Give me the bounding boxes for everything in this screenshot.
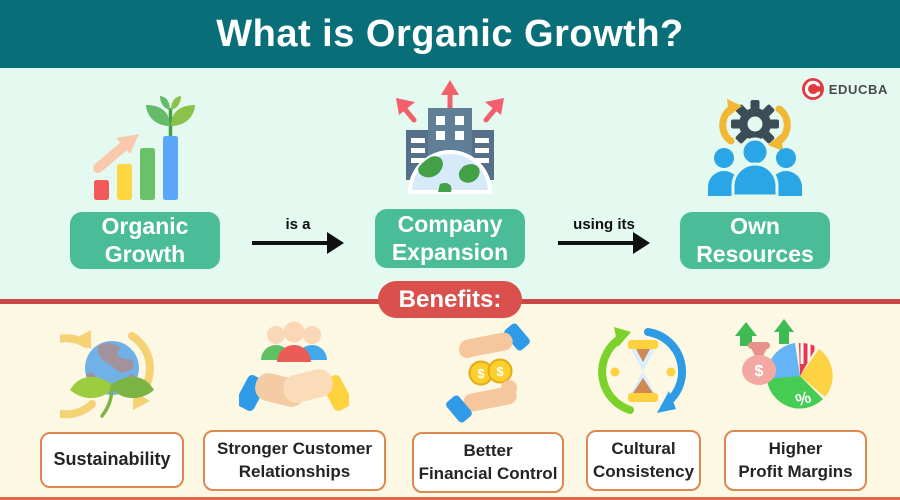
hands-coins-icon: $ $ <box>433 320 543 426</box>
handshake-people-icon <box>239 320 349 426</box>
connector-label-is-a: is a <box>285 216 311 233</box>
benefit-label-sustainability: Sustainability <box>40 432 184 488</box>
header-banner: What is Organic Growth? <box>0 0 900 68</box>
building-globe-expansion-icon <box>380 74 520 206</box>
team-gear-icon <box>692 94 818 206</box>
brand-logo: EDUCBA <box>801 78 888 100</box>
benefit-label-financial-control: Better Financial Control <box>412 432 564 493</box>
hourglass-cycle-icon <box>592 320 694 424</box>
bottom-accent-strip <box>0 497 900 500</box>
money-bag-pie-chart-icon: % $ <box>733 318 845 428</box>
arrow-head-icon <box>633 232 650 254</box>
arrow-line <box>558 241 634 245</box>
node-own-resources: Own Resources <box>680 212 830 269</box>
page-title: What is Organic Growth? <box>216 12 684 55</box>
svg-text:$: $ <box>496 364 504 379</box>
benefit-label-customer-relationships: Stronger Customer Relationships <box>203 430 386 491</box>
arrow-head-icon <box>327 232 344 254</box>
connector-label-using-its: using its <box>573 216 635 233</box>
brand-name: EDUCBA <box>828 81 888 97</box>
educba-swirl-icon <box>801 78 824 100</box>
growth-chart-plant-icon <box>86 92 204 204</box>
benefits-section: Sustainability Stronger Customer Relatio… <box>0 304 900 500</box>
benefit-label-cultural-consistency: Cultural Consistency <box>586 430 701 491</box>
svg-text:$: $ <box>755 363 764 380</box>
svg-text:$: $ <box>477 366 485 381</box>
definition-section: EDUCBA Organic Growth is a <box>0 68 900 299</box>
node-company-expansion: Company Expansion <box>375 209 525 268</box>
benefit-label-profit-margins: Higher Profit Margins <box>724 430 867 491</box>
globe-leaf-recycle-icon <box>60 322 164 426</box>
svg-text:%: % <box>793 387 813 410</box>
arrow-line <box>252 241 328 245</box>
node-organic-growth: Organic Growth <box>70 212 220 269</box>
benefits-heading: Benefits: <box>378 281 522 318</box>
